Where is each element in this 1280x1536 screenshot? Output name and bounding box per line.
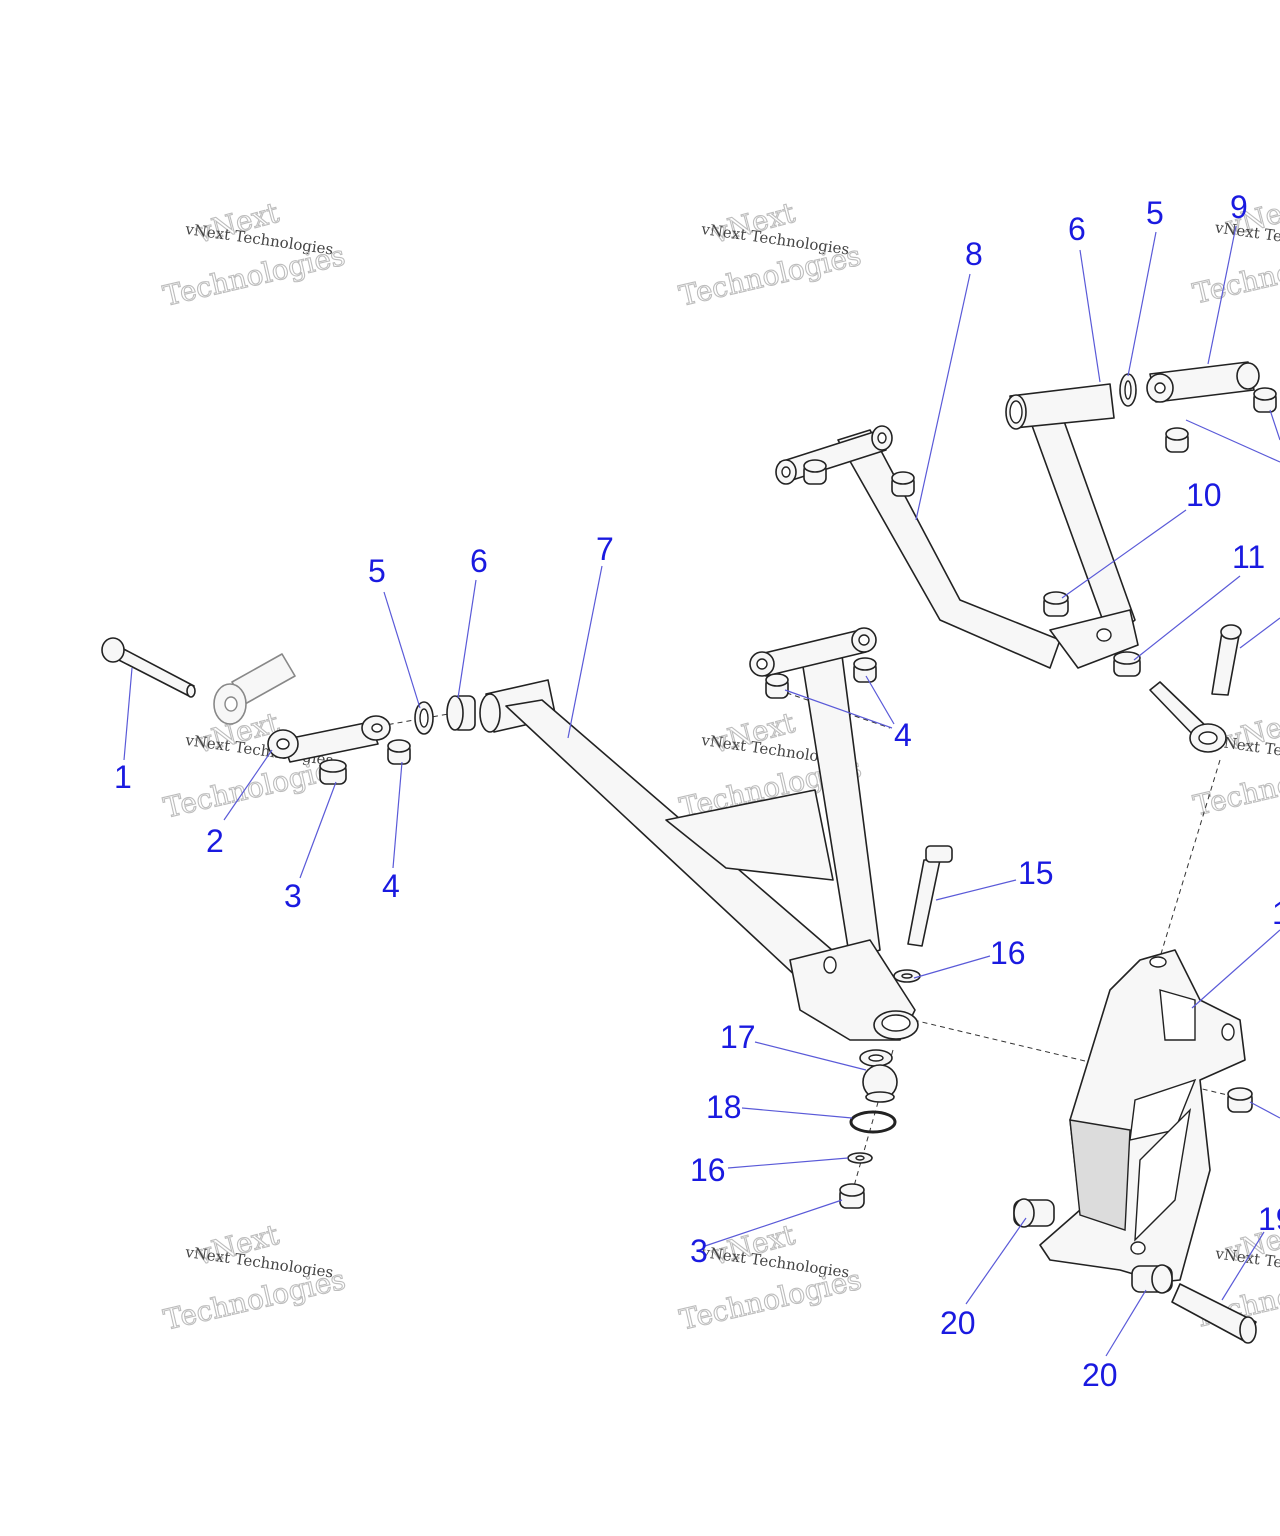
callout-10: 10 <box>1186 477 1222 513</box>
callout-3-left: 3 <box>284 878 302 914</box>
callout-4-center: 4 <box>894 717 912 753</box>
bushing-part-20-left <box>1013 1198 1055 1228</box>
callout-9: 9 <box>1230 189 1248 225</box>
svg-text:Technologies: Technologies <box>1190 237 1280 311</box>
callout-labels: 1 2 3 4 5 6 7 4 8 6 5 9 10 11 15 16 17 1… <box>114 189 1280 1393</box>
washer-part-16-bottom <box>847 1152 873 1164</box>
callout-1: 1 <box>114 759 132 795</box>
bushing-part-20-right <box>1131 1264 1173 1294</box>
callout-20-left: 20 <box>940 1305 976 1341</box>
svg-text:Technologies: Technologies <box>161 751 349 825</box>
nut-part-11 <box>1113 651 1141 677</box>
callout-5-right: 5 <box>1146 195 1164 231</box>
washer-part-5-left <box>414 701 434 735</box>
svg-text:Technologies: Technologies <box>160 239 348 313</box>
callout-3-bottom: 3 <box>690 1233 708 1269</box>
upper-a-arm-part-8 <box>775 383 1139 669</box>
nut-part-4-left <box>387 739 411 765</box>
svg-text:Technologies: Technologies <box>161 1263 349 1337</box>
callout-17: 17 <box>720 1019 756 1055</box>
ball-joint-stud-right <box>1149 624 1242 753</box>
bolt-part-15 <box>907 845 953 947</box>
pivot-tube-part-2 <box>267 715 391 763</box>
callout-20-right: 20 <box>1082 1357 1118 1393</box>
svg-text:Technologies: Technologies <box>1190 749 1280 823</box>
callout-6-right: 6 <box>1068 211 1086 247</box>
callout-16-bottom: 16 <box>690 1152 726 1188</box>
ghost-sleeve <box>213 653 296 725</box>
callout-15: 15 <box>1018 855 1054 891</box>
nut-part-10 <box>1043 591 1069 617</box>
snap-ring-part-18 <box>849 1110 897 1134</box>
pin-part-19 <box>1171 1283 1257 1344</box>
watermark-top-left: vNext vNext Technologies Technologies <box>160 195 349 313</box>
watermark-bottom-left: vNext vNext Technologies Technologies <box>160 1217 349 1337</box>
nut-part-9-a <box>1165 427 1189 453</box>
washer-part-16-top <box>893 969 921 983</box>
callout-11: 11 <box>1232 539 1265 575</box>
svg-text:Technologies: Technologies <box>677 1263 865 1337</box>
washer-part-5-right <box>1119 373 1137 407</box>
callout-19: 19 <box>1258 1201 1280 1237</box>
callout-18: 18 <box>706 1089 742 1125</box>
nut-upper-a <box>803 459 827 485</box>
nut-part-4-center-a <box>765 673 789 699</box>
callout-16-top: 16 <box>990 935 1026 971</box>
nut-upper-b <box>891 471 915 497</box>
watermark-top-center: vNext vNext Technologies Technologies <box>676 195 865 313</box>
nut-right-side <box>1227 1087 1253 1113</box>
callout-2: 2 <box>206 823 224 859</box>
watermark-mid-right: vNext vNext Technologies Technologies <box>1190 703 1280 823</box>
bushing-part-3-bottom <box>839 1183 865 1209</box>
nut-part-4-center-b <box>853 657 877 683</box>
callout-4-left: 4 <box>382 868 400 904</box>
bushing-part-6-left <box>446 695 476 731</box>
pivot-tube-part-9 <box>1146 361 1260 403</box>
bushing-part-3-left <box>319 759 347 785</box>
svg-text:Technologies: Technologies <box>676 239 864 313</box>
callout-8: 8 <box>965 236 983 272</box>
nut-part-9-b <box>1253 387 1277 413</box>
callout-1-right-edge: 1 <box>1272 895 1280 931</box>
callout-6-left: 6 <box>470 543 488 579</box>
leader-lines <box>123 225 1280 1357</box>
callout-7: 7 <box>596 531 614 567</box>
callout-5-left: 5 <box>368 553 386 589</box>
bolt-part-1 <box>101 637 196 698</box>
spindle-knuckle <box>1039 949 1246 1283</box>
ball-joint-part-17 <box>859 1049 898 1103</box>
lower-a-arm-part-7 <box>479 627 919 1041</box>
